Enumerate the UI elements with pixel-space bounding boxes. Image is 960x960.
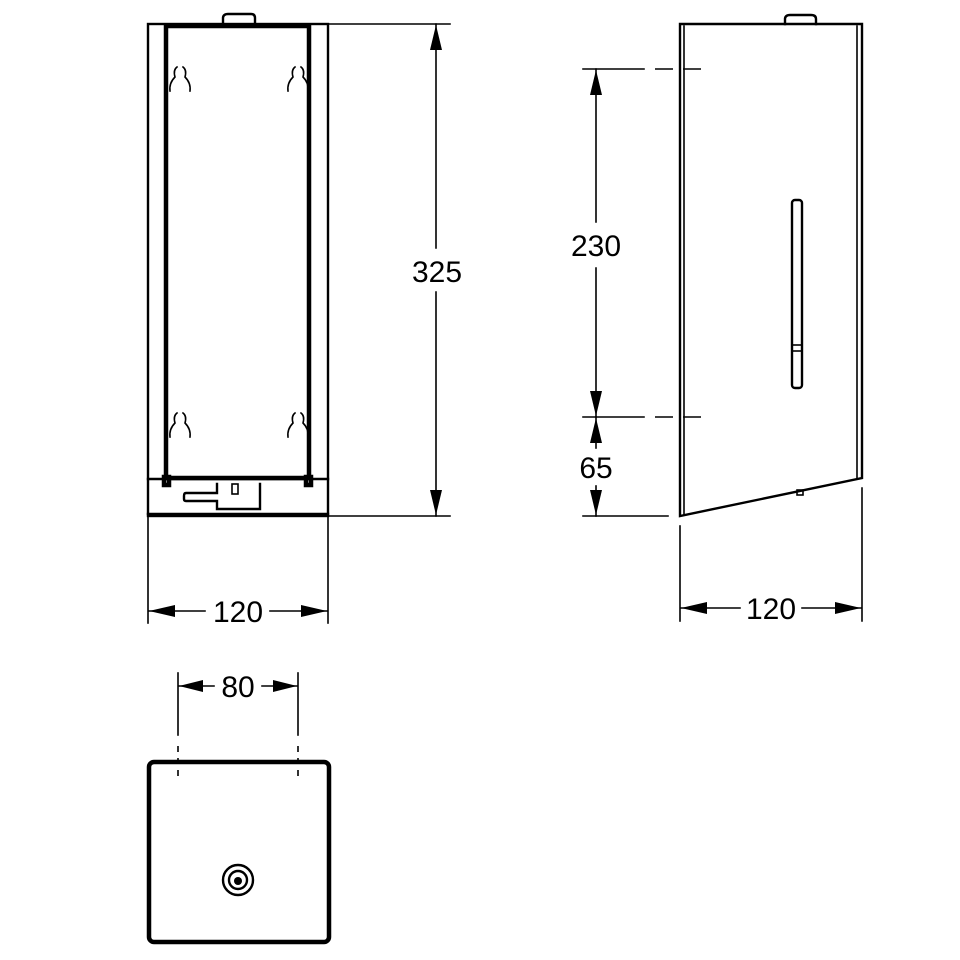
bottom-outline [146, 759, 332, 945]
side-lower-dimension: 65 [579, 416, 613, 517]
keyhole-icon [169, 411, 191, 438]
front-inner-panel [163, 23, 312, 481]
side-width-dimension: 120 [679, 487, 863, 626]
front-width-label: 120 [213, 596, 263, 629]
sensor-icon [221, 863, 255, 897]
side-upper-label: 230 [571, 230, 621, 263]
keyhole-icon [169, 65, 191, 92]
side-lower-label: 65 [579, 452, 612, 485]
front-height-dimension: 325 [327, 23, 462, 517]
side-top-knob [783, 13, 818, 26]
front-top-knob [221, 12, 257, 26]
latch-pin [231, 483, 239, 495]
keyhole-icon [287, 65, 309, 92]
front-height-label: 325 [412, 256, 462, 289]
keyhole-icon [287, 411, 309, 438]
bottom-spacing-dimension: 80 [177, 671, 299, 736]
sight-window [790, 198, 804, 390]
bottom-view: 80 [146, 671, 332, 945]
front-view: 325 120 [146, 12, 462, 629]
dispensing-nozzle [796, 489, 804, 496]
front-base [146, 474, 330, 516]
keyhole-slots [169, 65, 309, 438]
bottom-spacing-label: 80 [221, 671, 254, 704]
side-body-outline [678, 22, 864, 518]
side-view: 230 65 120 [571, 13, 864, 626]
latch-mechanism [182, 482, 262, 511]
side-upper-dimension: 230 [571, 68, 621, 418]
front-outer-frame [146, 22, 330, 518]
front-width-dimension: 120 [147, 515, 329, 629]
side-width-label: 120 [746, 593, 796, 626]
